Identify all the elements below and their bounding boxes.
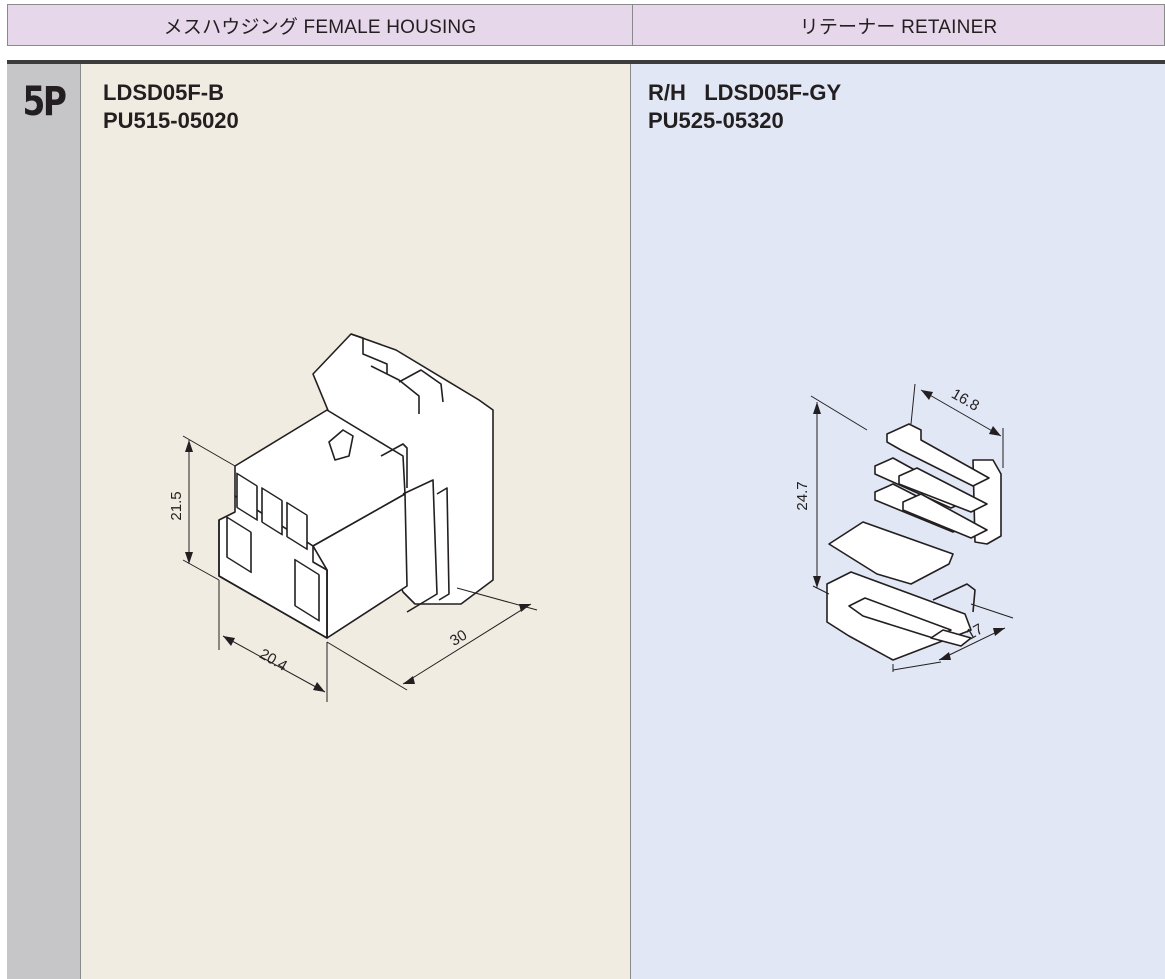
retainer-height-dim: 24.7 — [794, 481, 811, 510]
female-housing-drawing: 21.5 20.4 30 — [168, 333, 538, 702]
housing-height-dim: 21.5 — [168, 491, 185, 520]
retainer-part-code: PU525-05320 — [648, 108, 784, 133]
retainer-panel: R/H LDSD05F-GY PU525-05320 — [631, 64, 1165, 979]
housing-depth-dim: 30 — [447, 627, 470, 650]
retainer-drawing: 24.7 16.8 17 — [794, 383, 1014, 672]
header-retainer: リテーナー RETAINER — [799, 16, 998, 38]
row-divider — [7, 60, 1165, 64]
retainer-part-name: R/H LDSD05F-GY — [648, 80, 842, 105]
header-female-housing: メスハウジング FEMALE HOUSING — [8, 5, 633, 45]
pin-count-label: 5P — [22, 79, 67, 125]
table-header: メスハウジング FEMALE HOUSING リテーナー RETAINER — [7, 4, 1165, 46]
housing-part-name: LDSD05F-B — [103, 80, 225, 105]
housing-part-code: PU515-05020 — [103, 108, 239, 133]
retainer-width-dim: 16.8 — [948, 385, 982, 414]
female-housing-panel: LDSD05F-B PU515-05020 — [81, 64, 631, 979]
size-sidebar: 5P — [7, 64, 81, 979]
retainer-depth-dim: 17 — [963, 621, 986, 644]
